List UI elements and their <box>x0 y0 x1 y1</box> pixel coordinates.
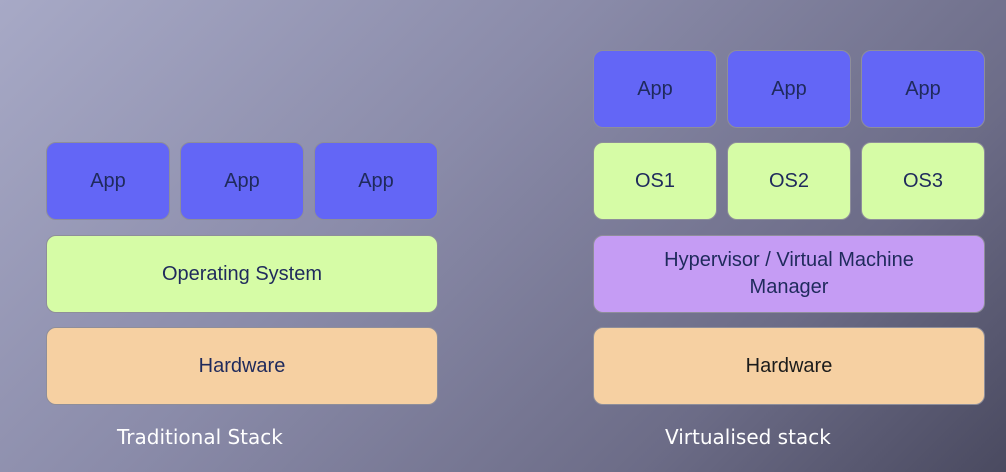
traditional-app-box-1: App <box>46 142 170 220</box>
guest-os-label: OS2 <box>768 169 810 192</box>
hardware-label: Hardware <box>198 354 286 377</box>
guest-os-label: OS1 <box>634 169 676 192</box>
virtual-app-box-3: App <box>861 50 985 128</box>
traditional-app-box-2: App <box>180 142 304 220</box>
guest-os-box-2: OS2 <box>727 142 851 220</box>
guest-os-label: OS3 <box>902 169 944 192</box>
virtual-app-box-2: App <box>727 50 851 128</box>
virtual-app-box-1: App <box>593 50 717 128</box>
app-label: App <box>637 77 673 100</box>
traditional-stack-caption: Traditional Stack <box>117 425 283 449</box>
traditional-app-box-3: App <box>314 142 438 220</box>
guest-os-box-3: OS3 <box>861 142 985 220</box>
app-label: App <box>358 169 394 192</box>
hypervisor-label: Hypervisor / Virtual Machine Manager <box>664 249 914 298</box>
app-label: App <box>90 169 126 192</box>
operating-system-label: Operating System <box>161 262 323 285</box>
guest-os-box-1: OS1 <box>593 142 717 220</box>
virtual-hardware-box: Hardware <box>593 327 985 405</box>
app-label: App <box>771 77 807 100</box>
hypervisor-box: Hypervisor / Virtual Machine Manager <box>593 235 985 313</box>
app-label: App <box>224 169 260 192</box>
traditional-hardware-box: Hardware <box>46 327 438 405</box>
app-label: App <box>905 77 941 100</box>
hardware-label: Hardware <box>745 354 833 377</box>
virtualised-stack-caption: Virtualised stack <box>665 425 831 449</box>
operating-system-box: Operating System <box>46 235 438 313</box>
